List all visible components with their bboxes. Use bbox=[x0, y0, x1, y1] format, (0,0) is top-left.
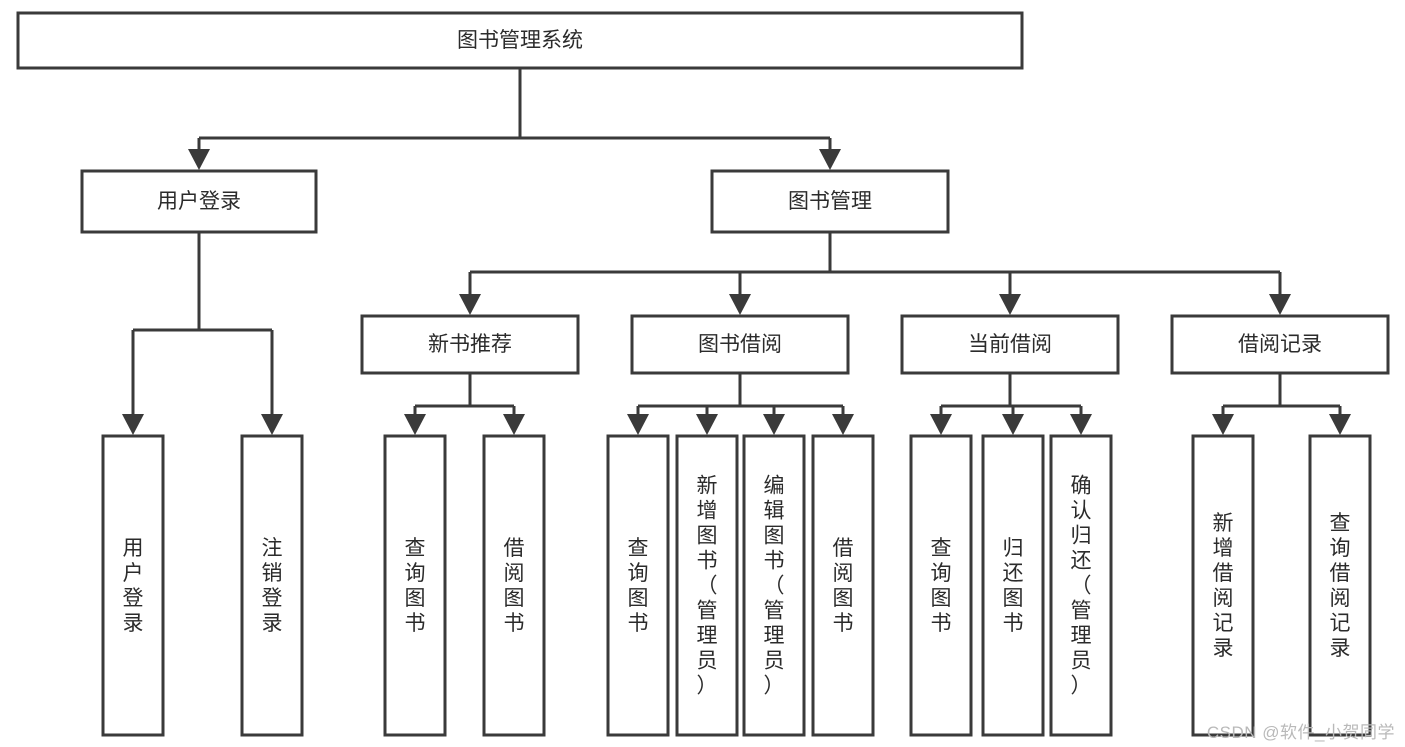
node-l-borrow-book-2[interactable]: 借阅图书 bbox=[811, 434, 875, 737]
arrow-head-icon bbox=[122, 414, 144, 435]
node-label: 查询借阅记录 bbox=[1330, 512, 1351, 660]
arrow-head-icon bbox=[261, 414, 283, 435]
node-box[interactable] bbox=[482, 434, 546, 737]
connector-group-n_user_login bbox=[122, 232, 283, 435]
node-label: 新书推荐 bbox=[428, 333, 512, 356]
node-l-return-book[interactable]: 归还图书 bbox=[981, 434, 1045, 737]
node-l-query-record[interactable]: 查询借阅记录 bbox=[1308, 434, 1372, 737]
node-label: 借阅记录 bbox=[1238, 333, 1322, 356]
arrow-head-icon bbox=[819, 149, 841, 170]
node-box[interactable] bbox=[1308, 434, 1372, 737]
node-l-add-record[interactable]: 新增借阅记录 bbox=[1191, 434, 1255, 737]
node-box[interactable] bbox=[811, 434, 875, 737]
arrow-head-icon bbox=[1002, 414, 1024, 435]
node-root[interactable]: 图书管理系统 bbox=[16, 11, 1024, 70]
node-box[interactable] bbox=[80, 169, 318, 234]
node-l-borrow-book-1[interactable]: 借阅图书 bbox=[482, 434, 546, 737]
node-box[interactable] bbox=[909, 434, 973, 737]
node-l-query-book-2[interactable]: 查询图书 bbox=[606, 434, 670, 737]
node-box[interactable] bbox=[675, 434, 739, 737]
arrow-head-icon bbox=[459, 294, 481, 315]
arrow-head-icon bbox=[729, 294, 751, 315]
node-l-query-book-1[interactable]: 查询图书 bbox=[383, 434, 447, 737]
arrow-head-icon bbox=[1070, 414, 1092, 435]
node-box[interactable] bbox=[1170, 314, 1390, 375]
node-label: 当前借阅 bbox=[968, 333, 1052, 356]
node-label: 图书借阅 bbox=[698, 333, 782, 356]
node-label: 注销登录 bbox=[262, 537, 283, 635]
node-box[interactable] bbox=[240, 434, 304, 737]
node-l-edit-book[interactable]: 编辑图书（管理员） bbox=[742, 434, 806, 737]
arrow-head-icon bbox=[999, 294, 1021, 315]
connector-group-n_borrow bbox=[627, 373, 854, 435]
node-box[interactable] bbox=[16, 11, 1024, 70]
node-n-current[interactable]: 当前借阅 bbox=[900, 314, 1120, 375]
node-label: 归还图书 bbox=[1003, 537, 1024, 635]
node-label: 查询图书 bbox=[405, 537, 426, 635]
connector-group-root bbox=[188, 68, 841, 170]
node-l-query-book-3[interactable]: 查询图书 bbox=[909, 434, 973, 737]
node-n-record[interactable]: 借阅记录 bbox=[1170, 314, 1390, 375]
node-l-add-book[interactable]: 新增图书（管理员） bbox=[675, 434, 739, 737]
node-box[interactable] bbox=[1049, 434, 1113, 737]
node-l-user-login[interactable]: 用户登录 bbox=[101, 434, 165, 737]
node-label: 查询图书 bbox=[931, 537, 952, 635]
node-box[interactable] bbox=[1191, 434, 1255, 737]
arrow-head-icon bbox=[503, 414, 525, 435]
node-box[interactable] bbox=[981, 434, 1045, 737]
arrow-head-icon bbox=[1212, 414, 1234, 435]
node-n-new-rec[interactable]: 新书推荐 bbox=[360, 314, 580, 375]
arrow-head-icon bbox=[1329, 414, 1351, 435]
node-label: 借阅图书 bbox=[833, 537, 854, 635]
node-box[interactable] bbox=[101, 434, 165, 737]
arrow-head-icon bbox=[188, 149, 210, 170]
nodes-layer: 图书管理系统用户登录图书管理新书推荐图书借阅当前借阅借阅记录用户登录注销登录查询… bbox=[16, 11, 1390, 737]
watermark-label: CSDN @软件_小贺同学 bbox=[1206, 723, 1395, 742]
node-box[interactable] bbox=[710, 169, 950, 234]
arrow-head-icon bbox=[763, 414, 785, 435]
node-l-logout[interactable]: 注销登录 bbox=[240, 434, 304, 737]
node-box[interactable] bbox=[742, 434, 806, 737]
node-l-confirm-return[interactable]: 确认归还（管理员） bbox=[1049, 434, 1113, 737]
connectors-layer bbox=[122, 68, 1351, 435]
node-box[interactable] bbox=[630, 314, 850, 375]
arrow-head-icon bbox=[930, 414, 952, 435]
node-label: 借阅图书 bbox=[504, 537, 525, 635]
arrow-head-icon bbox=[1269, 294, 1291, 315]
node-n-user-login[interactable]: 用户登录 bbox=[80, 169, 318, 234]
node-box[interactable] bbox=[383, 434, 447, 737]
node-label: 图书管理 bbox=[788, 190, 872, 213]
connector-group-n_record bbox=[1212, 373, 1351, 435]
node-label: 用户登录 bbox=[157, 190, 241, 213]
node-n-borrow[interactable]: 图书借阅 bbox=[630, 314, 850, 375]
node-label: 用户登录 bbox=[123, 537, 144, 635]
arrow-head-icon bbox=[832, 414, 854, 435]
connector-group-n_new_rec bbox=[404, 373, 525, 435]
node-label: 图书管理系统 bbox=[457, 29, 583, 52]
node-label: 新增借阅记录 bbox=[1213, 512, 1234, 660]
node-n-book-mgmt[interactable]: 图书管理 bbox=[710, 169, 950, 234]
node-box[interactable] bbox=[360, 314, 580, 375]
arrow-head-icon bbox=[404, 414, 426, 435]
node-box[interactable] bbox=[606, 434, 670, 737]
node-label: 确认归还（管理员） bbox=[1071, 475, 1092, 698]
node-label: 查询图书 bbox=[628, 537, 649, 635]
arrow-head-icon bbox=[696, 414, 718, 435]
node-label: 新增图书（管理员） bbox=[697, 475, 718, 698]
node-label: 编辑图书（管理员） bbox=[764, 475, 785, 698]
connector-group-n_current bbox=[930, 373, 1092, 435]
node-box[interactable] bbox=[900, 314, 1120, 375]
connector-group-n_book_mgmt bbox=[459, 232, 1291, 315]
arrow-head-icon bbox=[627, 414, 649, 435]
